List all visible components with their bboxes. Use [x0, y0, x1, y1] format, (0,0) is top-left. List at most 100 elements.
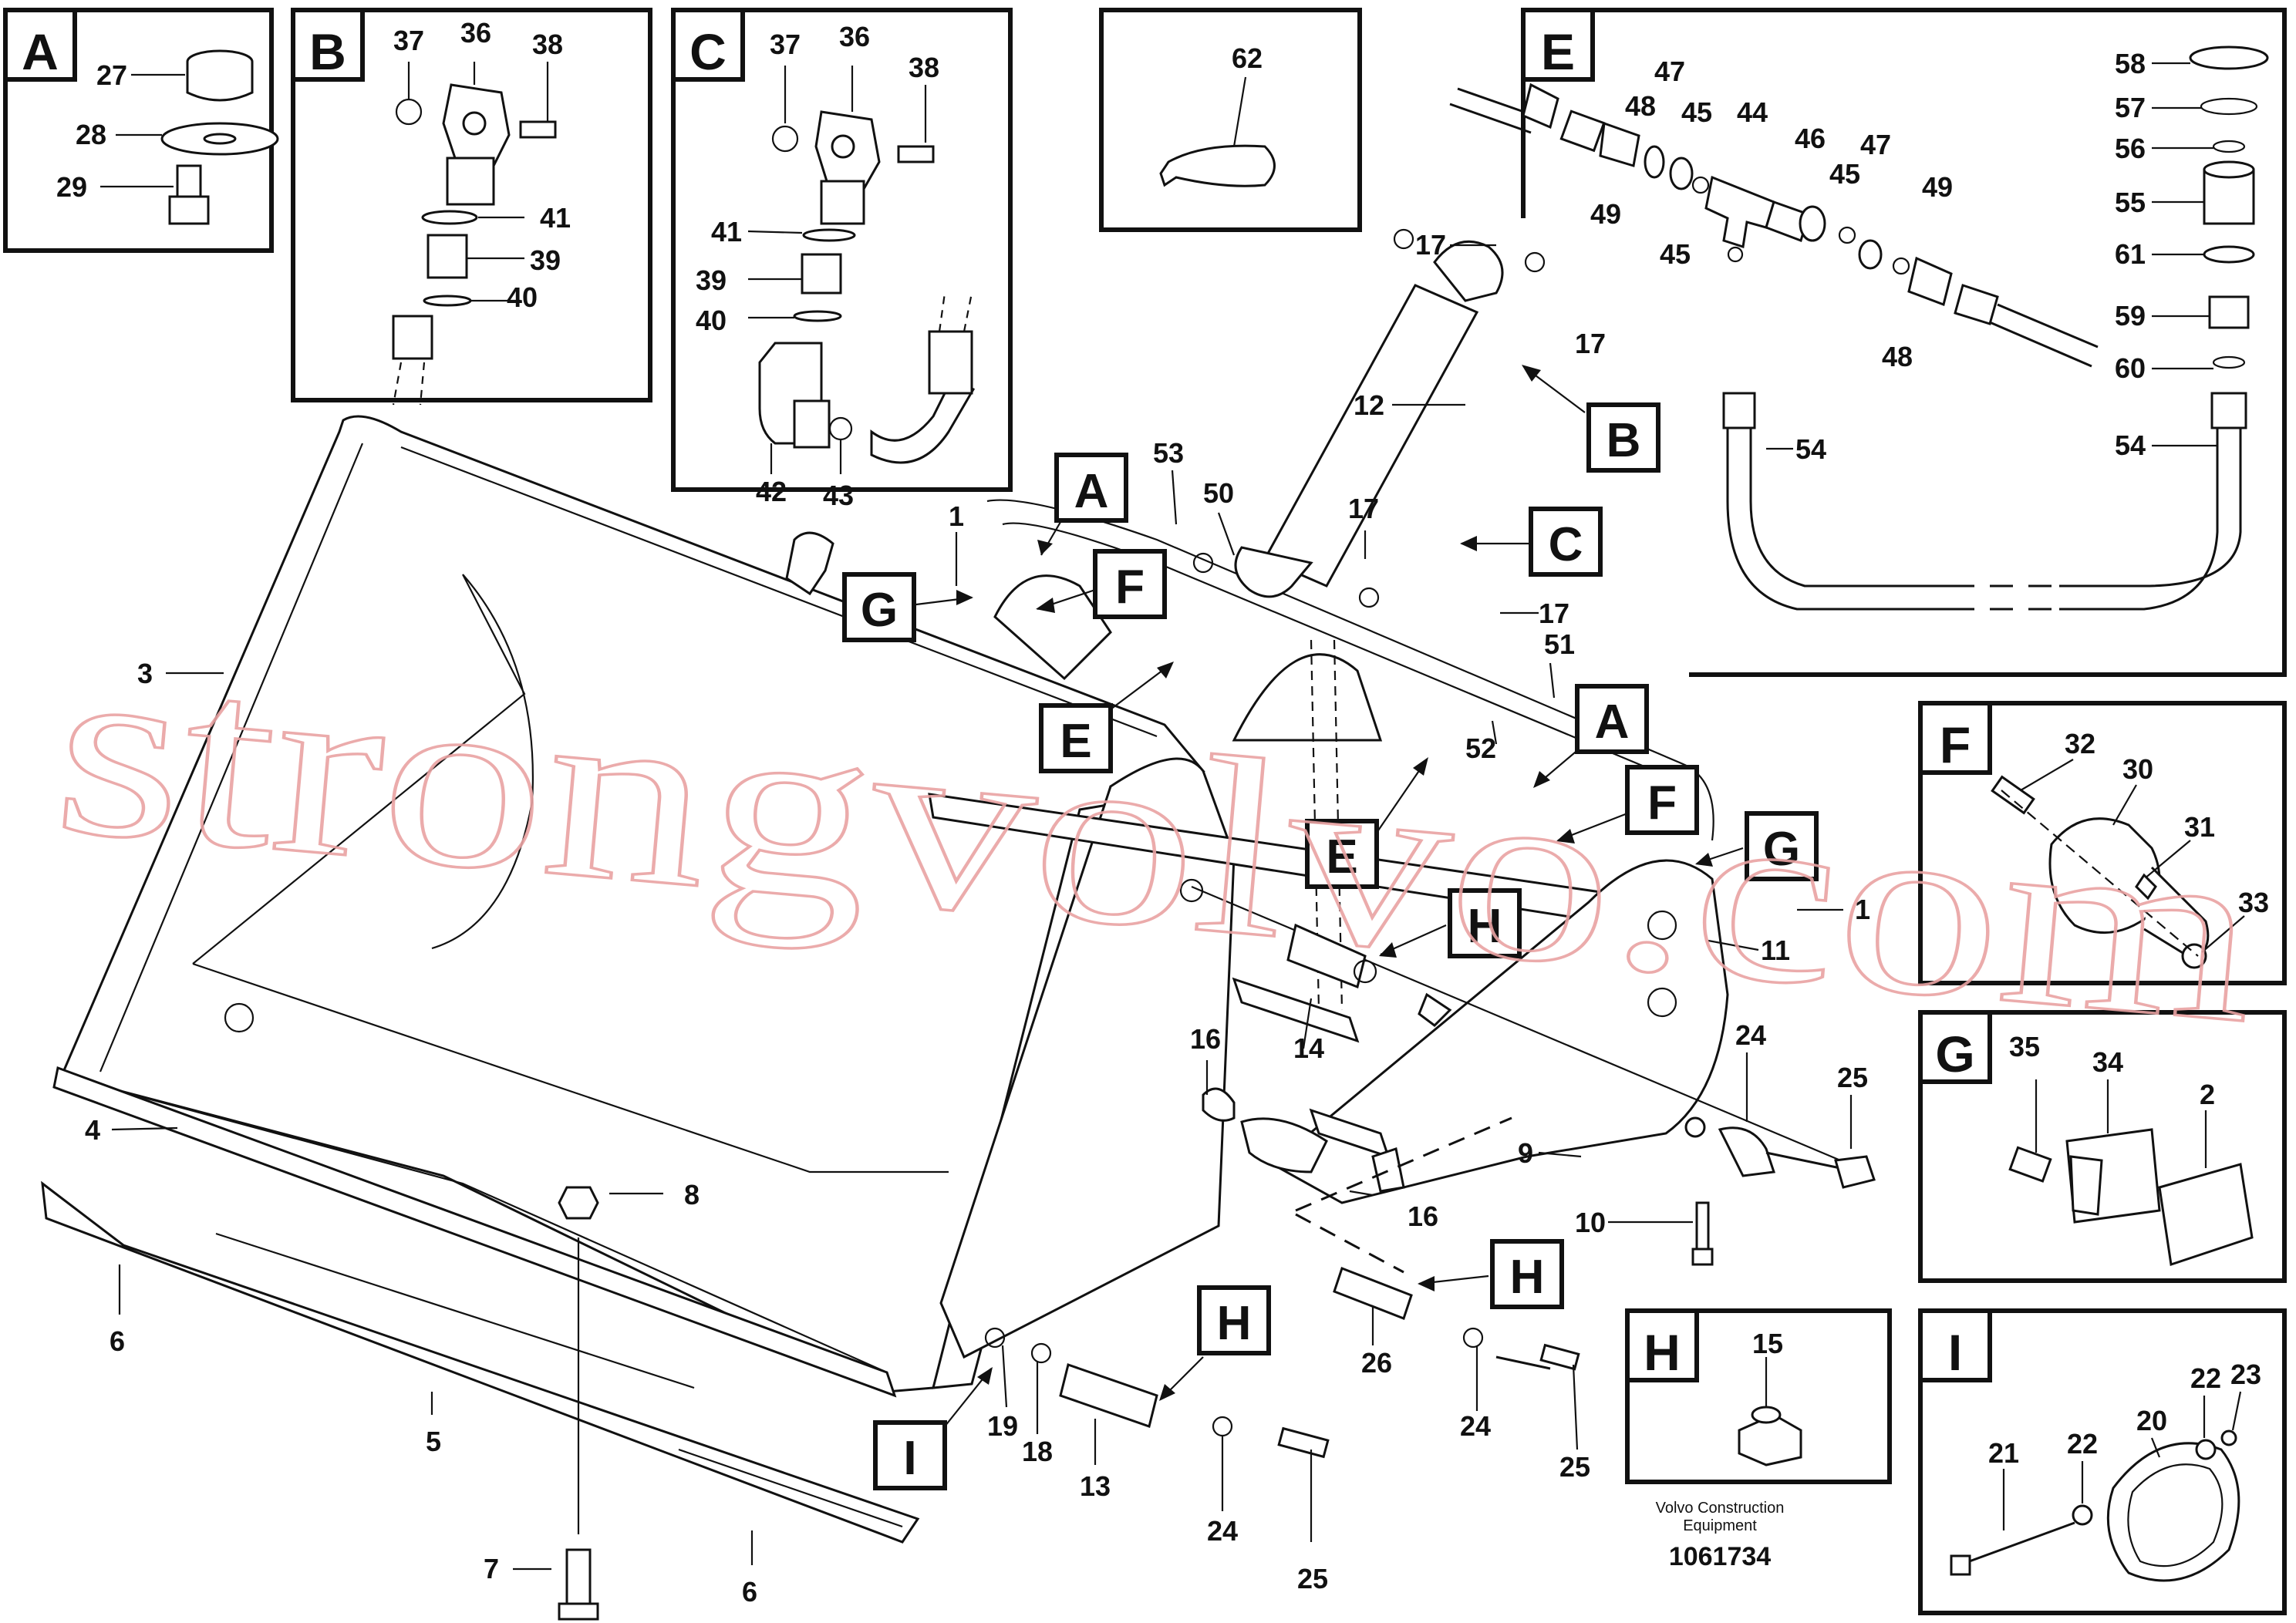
- callout-main-17d: 17: [1539, 598, 1569, 629]
- callout-main-6b: 6: [742, 1576, 757, 1608]
- inset-g-parts: [2008, 1079, 2254, 1266]
- inset-label-g: G: [1918, 1010, 1992, 1084]
- callout-e-45c: 45: [1660, 238, 1691, 270]
- inset-frame-62: [1099, 8, 1362, 232]
- publisher-line-1: Volvo Construction: [1656, 1500, 1785, 1517]
- callout-b-38: 38: [532, 29, 563, 60]
- ref-flag-f2: F: [1647, 776, 1677, 830]
- callout-e-47a: 47: [1654, 56, 1685, 87]
- callout-c-41: 41: [711, 216, 742, 247]
- callout-e-45a: 45: [1681, 96, 1712, 128]
- inset-frame-g: [1918, 1010, 2287, 1283]
- callout-e-54a: 54: [1795, 433, 1826, 465]
- callout-main-25b: 25: [1559, 1451, 1590, 1483]
- inset-b-parts: [392, 62, 557, 406]
- callout-c-38: 38: [909, 52, 939, 83]
- callout-e-49a: 49: [1922, 171, 1953, 203]
- callout-b-36: 36: [460, 17, 491, 49]
- callout-e-61: 61: [2115, 238, 2146, 270]
- inset-f-parts: [1991, 759, 2245, 969]
- callout-b-41: 41: [540, 202, 571, 234]
- callout-main-6a: 6: [110, 1325, 125, 1357]
- callout-main-16b: 16: [1408, 1200, 1438, 1232]
- callout-c-36: 36: [839, 21, 870, 52]
- ref-flag-i: I: [903, 1432, 916, 1485]
- callout-main-53: 53: [1153, 437, 1184, 469]
- callout-e-44: 44: [1737, 96, 1768, 128]
- callout-main-18: 18: [1022, 1436, 1053, 1467]
- ref-flag-h3: H: [1217, 1297, 1252, 1350]
- inset-h-parts: [1738, 1357, 1802, 1466]
- callout-main-14: 14: [1293, 1032, 1324, 1064]
- publisher-block: Volvo Construction Equipment 1061734: [1656, 1500, 1785, 1571]
- svg-text:I: I: [1948, 1324, 1962, 1381]
- ref-flag-e1: E: [1060, 715, 1091, 768]
- callout-e-57: 57: [2115, 92, 2146, 123]
- callout-main-8: 8: [684, 1179, 700, 1211]
- callout-i-23: 23: [2230, 1359, 2261, 1390]
- ref-flag-h2: H: [1510, 1251, 1545, 1304]
- inset-label-h: H: [1625, 1308, 1699, 1382]
- svg-text:C: C: [689, 23, 727, 80]
- inset-frame-h: [1625, 1308, 1892, 1484]
- callout-e-47b: 47: [1860, 129, 1891, 160]
- callout-b-40: 40: [507, 281, 538, 313]
- inset-62-parts: [1159, 76, 1276, 187]
- callout-main-1a: 1: [949, 500, 964, 532]
- callout-g-35: 35: [2009, 1031, 2040, 1062]
- callout-e-54b: 54: [2115, 429, 2146, 461]
- svg-text:B: B: [309, 23, 346, 80]
- callout-main-51: 51: [1544, 628, 1575, 660]
- callout-main-25a: 25: [1837, 1062, 1868, 1093]
- callout-i-22b: 22: [2190, 1362, 2221, 1394]
- callout-main-17a: 17: [1415, 229, 1446, 261]
- callout-main-26: 26: [1361, 1347, 1392, 1379]
- callout-main-24c: 24: [1207, 1515, 1238, 1547]
- callout-main-24a: 24: [1735, 1019, 1766, 1051]
- callout-e-49b: 49: [1590, 198, 1621, 230]
- inset-i-parts: [1950, 1391, 2242, 1582]
- callout-62: 62: [1232, 42, 1263, 74]
- svg-text:E: E: [1541, 23, 1575, 80]
- inset-label-f: F: [1918, 701, 1992, 775]
- inset-label-e: E: [1521, 8, 1595, 82]
- callout-e-45b: 45: [1829, 158, 1860, 190]
- inset-label-i: I: [1918, 1308, 1992, 1382]
- callout-main-7: 7: [484, 1553, 499, 1584]
- callout-e-48a: 48: [1625, 90, 1656, 122]
- callout-main-24b: 24: [1460, 1410, 1491, 1442]
- callout-i-22a: 22: [2067, 1428, 2098, 1460]
- callout-a-28: 28: [76, 119, 106, 150]
- callout-h-15: 15: [1752, 1328, 1783, 1359]
- inset-c-parts: [747, 66, 976, 474]
- callout-e-59: 59: [2115, 300, 2146, 332]
- inset-label-a: A: [3, 8, 77, 82]
- callout-i-21: 21: [1988, 1437, 2019, 1469]
- callout-g-2: 2: [2200, 1079, 2215, 1110]
- callout-i-20: 20: [2136, 1405, 2167, 1436]
- callout-main-19: 19: [987, 1410, 1018, 1442]
- callout-main-5: 5: [426, 1426, 441, 1457]
- inset-frame-f: [1918, 701, 2287, 985]
- publisher-line-2: Equipment: [1683, 1517, 1757, 1534]
- inset-frame-b: [291, 8, 652, 402]
- callout-main-10: 10: [1575, 1207, 1606, 1238]
- ref-flag-g2: G: [1763, 823, 1800, 876]
- ref-flag-c: C: [1549, 518, 1583, 571]
- callout-main-50: 50: [1203, 477, 1234, 509]
- callout-e-55: 55: [2115, 187, 2146, 218]
- callout-main-13: 13: [1080, 1470, 1111, 1502]
- inset-label-c: C: [671, 8, 745, 82]
- callout-e-58: 58: [2115, 48, 2146, 79]
- callout-main-16a: 16: [1190, 1023, 1221, 1055]
- callout-b-39: 39: [530, 244, 561, 276]
- callout-f-30: 30: [2122, 753, 2153, 785]
- inset-label-b: B: [291, 8, 365, 82]
- callout-main-1b: 1: [1855, 894, 1870, 925]
- callout-b-37: 37: [393, 25, 424, 56]
- inset-frame-a: [3, 8, 274, 253]
- callout-main-12: 12: [1354, 389, 1384, 421]
- inset-a-parts: [100, 49, 279, 225]
- ref-flag-f1: F: [1115, 561, 1145, 614]
- callout-c-40: 40: [696, 305, 727, 336]
